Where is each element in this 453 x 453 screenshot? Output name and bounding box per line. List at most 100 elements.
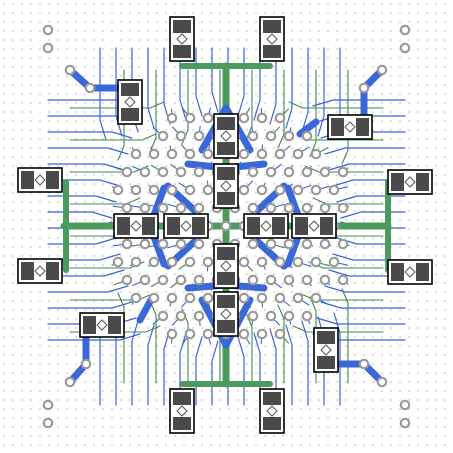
via[interactable] — [274, 328, 286, 340]
via[interactable] — [247, 202, 259, 214]
via[interactable] — [157, 130, 169, 142]
mounting-via[interactable] — [399, 42, 411, 54]
component-footprint[interactable] — [259, 16, 285, 62]
via[interactable] — [274, 112, 286, 124]
component-footprint[interactable] — [169, 388, 195, 434]
mounting-via[interactable] — [358, 82, 370, 94]
via[interactable] — [121, 274, 133, 286]
via[interactable] — [301, 310, 313, 322]
via[interactable] — [184, 328, 196, 340]
component-footprint[interactable] — [163, 213, 209, 239]
mounting-via[interactable] — [42, 24, 54, 36]
via[interactable] — [265, 238, 277, 250]
via[interactable] — [112, 256, 124, 268]
via[interactable] — [256, 328, 268, 340]
via[interactable] — [184, 148, 196, 160]
via[interactable] — [184, 256, 196, 268]
via[interactable] — [157, 166, 169, 178]
mounting-via[interactable] — [84, 82, 96, 94]
mounting-via[interactable] — [64, 64, 76, 76]
mounting-via[interactable] — [376, 64, 388, 76]
component-footprint[interactable] — [117, 79, 143, 125]
via[interactable] — [337, 202, 349, 214]
component-footprint[interactable] — [17, 167, 63, 193]
via[interactable] — [301, 274, 313, 286]
via[interactable] — [256, 256, 268, 268]
via[interactable] — [202, 256, 214, 268]
via[interactable] — [301, 166, 313, 178]
mounting-via[interactable] — [42, 399, 54, 411]
via[interactable] — [202, 328, 214, 340]
via[interactable] — [193, 274, 205, 286]
via[interactable] — [184, 112, 196, 124]
via[interactable] — [265, 202, 277, 214]
via[interactable] — [112, 184, 124, 196]
via[interactable] — [157, 202, 169, 214]
via[interactable] — [238, 112, 250, 124]
via[interactable] — [148, 148, 160, 160]
via[interactable] — [202, 112, 214, 124]
via[interactable] — [283, 310, 295, 322]
mounting-via[interactable] — [399, 417, 411, 429]
via[interactable] — [256, 292, 268, 304]
component-footprint[interactable] — [113, 213, 159, 239]
via[interactable] — [274, 184, 286, 196]
via[interactable] — [310, 184, 322, 196]
via[interactable] — [301, 202, 313, 214]
via[interactable] — [247, 238, 259, 250]
component-footprint[interactable] — [387, 169, 433, 195]
via[interactable] — [310, 292, 322, 304]
via[interactable] — [157, 238, 169, 250]
via[interactable] — [319, 166, 331, 178]
component-footprint[interactable] — [79, 312, 125, 338]
via[interactable] — [121, 202, 133, 214]
via[interactable] — [310, 148, 322, 160]
via[interactable] — [256, 148, 268, 160]
via[interactable] — [130, 148, 142, 160]
component-footprint[interactable] — [291, 213, 337, 239]
via[interactable] — [148, 184, 160, 196]
via[interactable] — [139, 166, 151, 178]
via[interactable] — [265, 166, 277, 178]
via[interactable] — [328, 256, 340, 268]
via[interactable] — [283, 130, 295, 142]
via[interactable] — [130, 292, 142, 304]
component-footprint[interactable] — [387, 259, 433, 285]
via[interactable] — [301, 130, 313, 142]
via[interactable] — [148, 256, 160, 268]
via[interactable] — [184, 184, 196, 196]
via[interactable] — [166, 184, 178, 196]
via[interactable] — [283, 274, 295, 286]
component-footprint[interactable] — [313, 327, 339, 373]
mounting-via[interactable] — [64, 376, 76, 388]
via[interactable] — [121, 166, 133, 178]
mounting-via[interactable] — [399, 399, 411, 411]
via[interactable] — [238, 256, 250, 268]
via[interactable] — [175, 310, 187, 322]
via[interactable] — [166, 292, 178, 304]
via[interactable] — [175, 202, 187, 214]
via[interactable] — [283, 166, 295, 178]
component-footprint[interactable] — [213, 113, 239, 159]
component-footprint[interactable] — [327, 114, 373, 140]
via[interactable] — [202, 184, 214, 196]
mounting-via[interactable] — [80, 358, 92, 370]
via[interactable] — [301, 238, 313, 250]
via[interactable] — [292, 292, 304, 304]
via[interactable] — [202, 148, 214, 160]
component-footprint[interactable] — [17, 258, 63, 284]
via[interactable] — [265, 310, 277, 322]
via[interactable] — [175, 130, 187, 142]
component-footprint[interactable] — [213, 163, 239, 209]
mounting-via[interactable] — [376, 376, 388, 388]
via[interactable] — [130, 256, 142, 268]
via[interactable] — [139, 274, 151, 286]
via[interactable] — [310, 256, 322, 268]
mounting-via[interactable] — [42, 42, 54, 54]
via[interactable] — [193, 130, 205, 142]
via[interactable] — [166, 328, 178, 340]
via[interactable] — [247, 310, 259, 322]
via[interactable] — [283, 238, 295, 250]
via[interactable] — [247, 130, 259, 142]
mounting-via[interactable] — [358, 358, 370, 370]
